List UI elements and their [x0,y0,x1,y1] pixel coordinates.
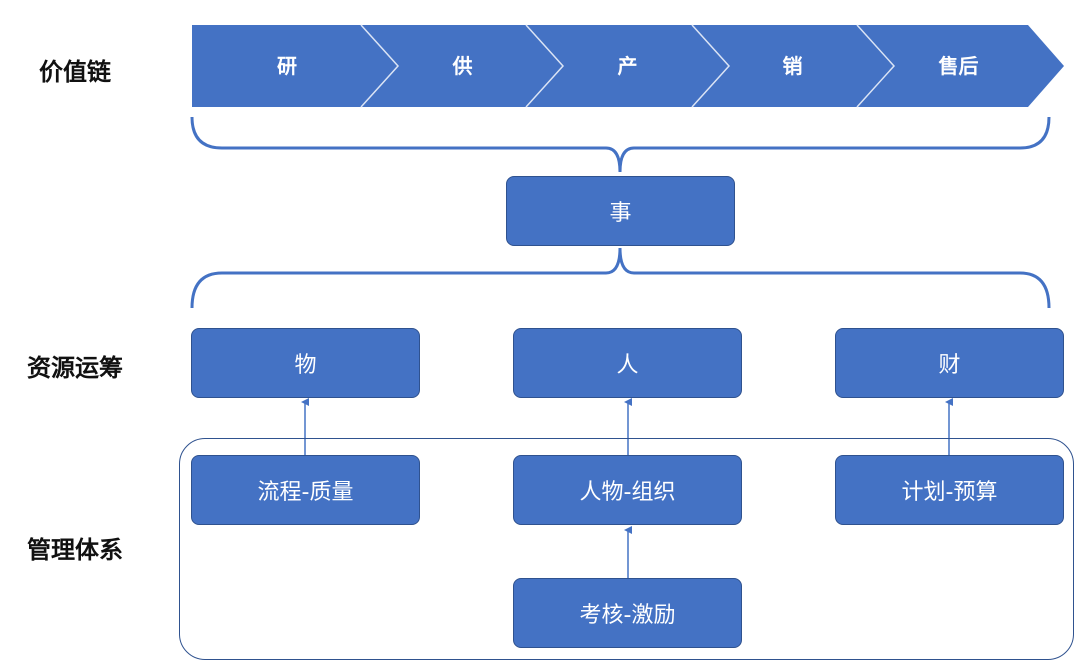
row-label-value-chain: 价值链 [39,58,111,86]
node-people: 人 [513,328,742,398]
node-finance: 财 [835,328,1064,398]
chevron-divider [691,24,731,108]
value-chain-item-rd: 研 [277,54,297,78]
node-assessment-incentive: 考核-激励 [513,578,742,648]
node-material: 物 [191,328,420,398]
chevron-divider [525,24,565,108]
value-chain-item-supply: 供 [452,54,473,78]
node-process-quality: 流程-质量 [191,455,420,525]
value-chain-banner [192,25,1064,107]
node-plan-budget: 计划-预算 [835,455,1064,525]
node-people-organization: 人物-组织 [513,455,742,525]
row-label-resource: 资源运筹 [27,354,123,382]
chevron-divider [360,24,400,108]
value-chain-item-production: 产 [617,54,638,78]
brace-top [190,116,1051,173]
value-chain-item-after-sales: 售后 [938,54,979,78]
chevron-divider [856,24,896,108]
brace-middle [190,247,1051,309]
management-system-container [179,438,1074,660]
value-chain-item-sales: 销 [782,54,803,78]
node-affairs: 事 [506,176,735,246]
row-label-management: 管理体系 [27,536,123,564]
